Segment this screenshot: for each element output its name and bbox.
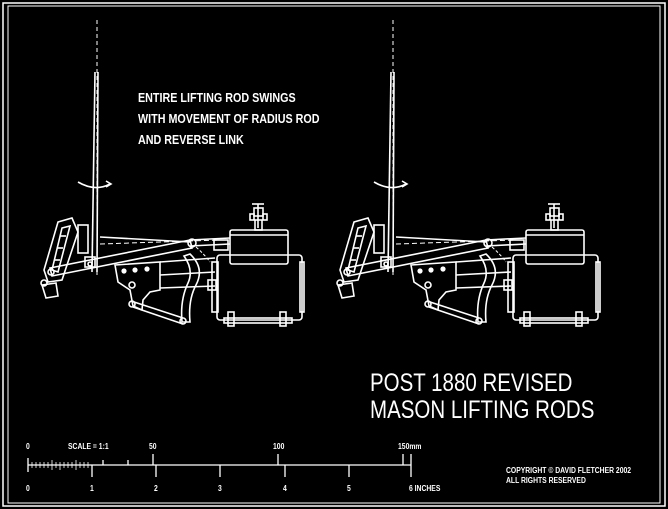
inch-label-5: 5 bbox=[347, 484, 351, 493]
inch-label-1: 1 bbox=[90, 484, 94, 493]
inch-label-6: 6 INCHES bbox=[409, 484, 441, 493]
inch-label-2: 2 bbox=[154, 484, 158, 493]
title-line-1: POST 1880 REVISED bbox=[370, 369, 573, 397]
mechanism-left bbox=[40, 19, 305, 327]
inch-label-0: 0 bbox=[26, 484, 30, 493]
swing-annotation: ENTIRE LIFTING ROD SWINGS WITH MOVEMENT … bbox=[138, 88, 320, 151]
mm-label-0: 0 bbox=[26, 442, 30, 451]
inner-frame bbox=[7, 5, 661, 504]
rights-line: ALL RIGHTS RESERVED bbox=[506, 476, 586, 485]
scale-bar bbox=[27, 454, 412, 477]
copyright-line: COPYRIGHT © DAVID FLETCHER 2002 bbox=[506, 466, 632, 475]
annotation-line: ENTIRE LIFTING ROD SWINGS bbox=[138, 91, 296, 105]
mechanism-right bbox=[336, 19, 601, 327]
inch-label-4: 4 bbox=[283, 484, 287, 493]
mm-label-50: 50 bbox=[149, 442, 157, 451]
annotation-line: WITH MOVEMENT OF RADIUS ROD bbox=[138, 112, 320, 126]
scale-label: SCALE = 1:1 bbox=[68, 442, 109, 451]
inch-label-3: 3 bbox=[218, 484, 222, 493]
title-line-2: MASON LIFTING RODS bbox=[370, 396, 595, 424]
drawing-title: POST 1880 REVISED MASON LIFTING RODS bbox=[370, 370, 594, 424]
annotation-line: AND REVERSE LINK bbox=[138, 133, 244, 147]
mm-label-100: 100 bbox=[273, 442, 285, 451]
mm-label-150: 150mm bbox=[398, 442, 422, 451]
